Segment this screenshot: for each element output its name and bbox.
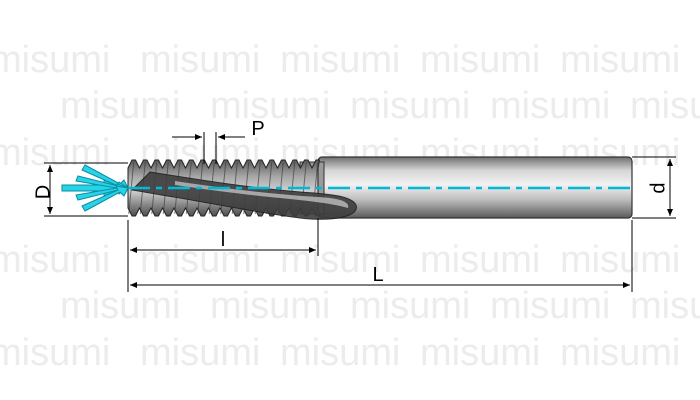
watermark-text: misumi xyxy=(60,85,180,127)
watermark-text: misumi xyxy=(140,239,260,281)
dimension-D xyxy=(44,162,128,217)
dimension-P xyxy=(172,132,245,164)
watermark-text: misumi xyxy=(280,39,400,81)
watermark-text: misumi xyxy=(0,132,110,174)
watermark-text: misumi xyxy=(490,285,610,327)
watermark-text: misumi xyxy=(0,239,110,281)
watermark-text: misumi xyxy=(0,332,110,374)
label-D: D xyxy=(32,185,54,199)
label-d: d xyxy=(647,182,669,193)
dimension-l xyxy=(127,218,319,292)
label-l: l xyxy=(221,229,225,251)
watermark-text: misumi xyxy=(350,285,470,327)
watermark-text: misumi xyxy=(60,285,180,327)
watermark-text: misumi xyxy=(560,332,680,374)
watermark-text: misumi xyxy=(420,332,540,374)
watermark-text: misumi xyxy=(420,39,540,81)
label-P: P xyxy=(251,118,264,140)
watermark-text: misumi xyxy=(490,85,610,127)
watermark-text: misumi xyxy=(210,85,330,127)
watermark-text: misumi xyxy=(630,85,700,127)
watermark-text: misumi xyxy=(280,239,400,281)
coolant-spray xyxy=(61,164,130,212)
watermark-text: misumi xyxy=(280,332,400,374)
watermark-text: misumi xyxy=(0,39,110,81)
watermark-text: misumi xyxy=(560,39,680,81)
watermark-text: misumi xyxy=(140,332,260,374)
dimension-L xyxy=(130,220,633,292)
label-L: L xyxy=(372,264,383,286)
watermark-text: misumi xyxy=(420,239,540,281)
watermark-text: misumi xyxy=(630,285,700,327)
watermark-text: misumi xyxy=(140,39,260,81)
watermark-text: misumi xyxy=(560,239,680,281)
dimension-d xyxy=(632,156,676,219)
watermark-text: misumi xyxy=(210,285,330,327)
watermark-text: misumi xyxy=(350,85,470,127)
